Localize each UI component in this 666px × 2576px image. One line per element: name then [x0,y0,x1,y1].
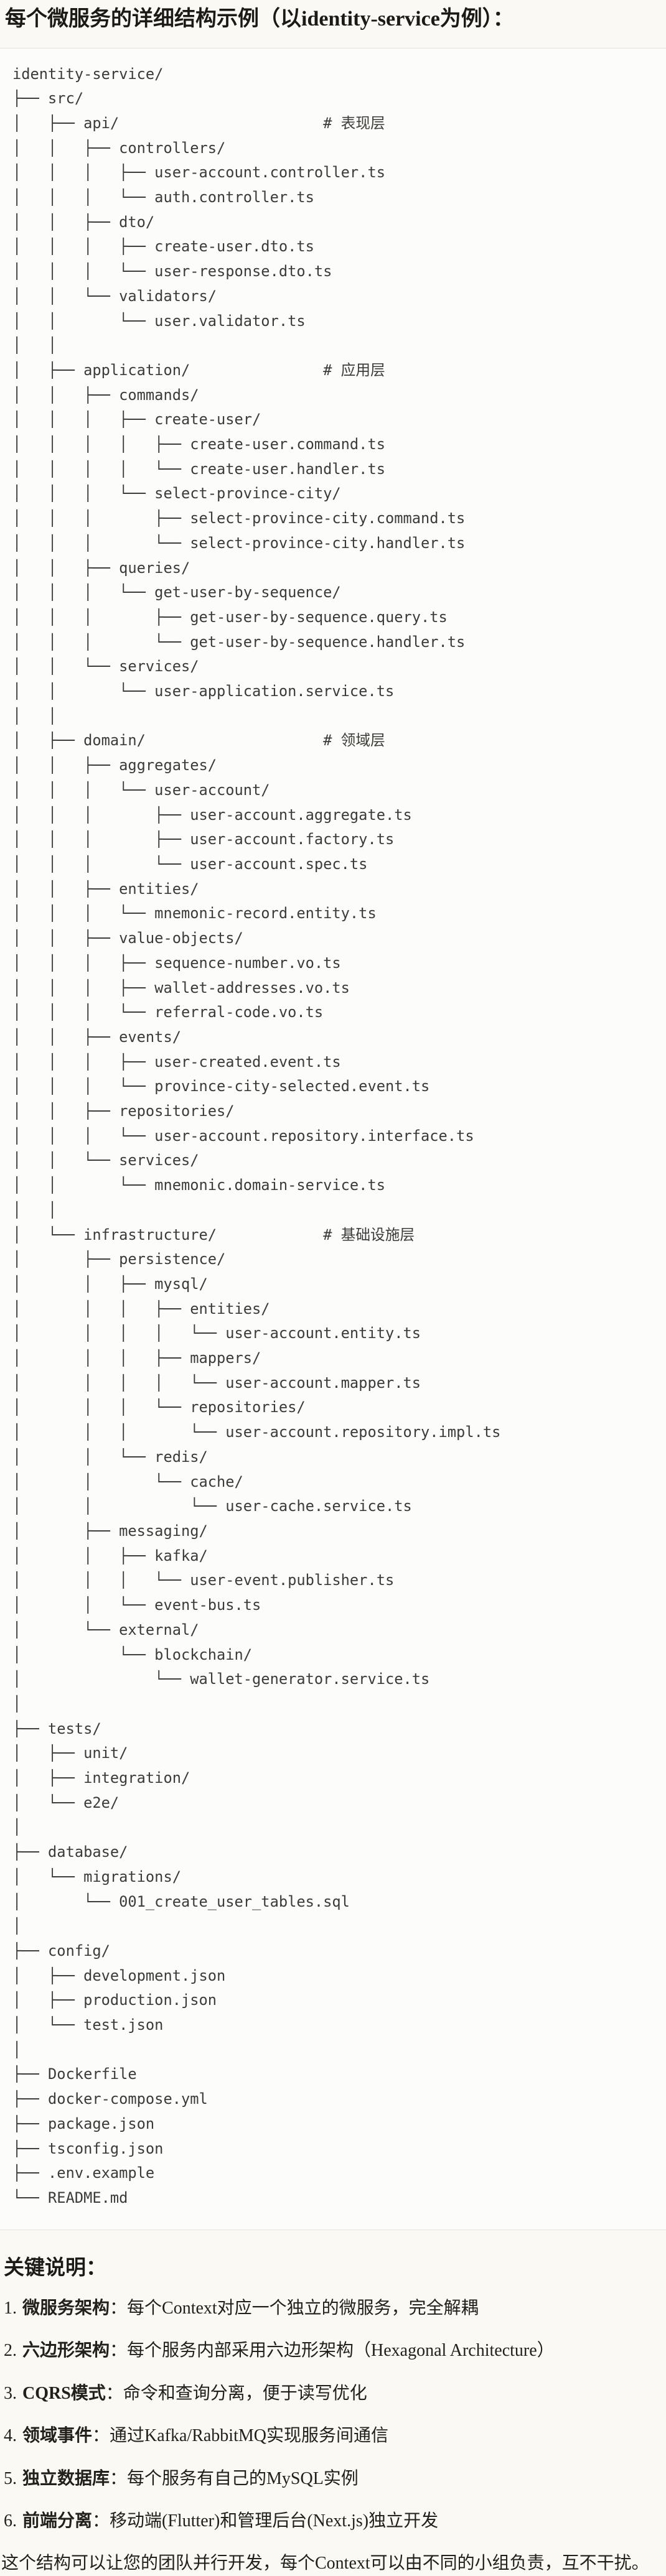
notes-list: 1.微服务架构：每个Context对应一个独立的微服务，完全解耦 2.六边形架构… [4,2297,662,2534]
note-description: ：每个Context对应一个独立的微服务，完全解耦 [110,2298,479,2318]
note-term: 前端分离 [22,2511,93,2531]
note-item: 1.微服务架构：每个Context对应一个独立的微服务，完全解耦 [4,2297,662,2321]
note-number: 2. [4,2341,17,2361]
note-item: 3.CQRS模式：命令和查询分离，便于读写优化 [4,2382,662,2406]
note-item: 2.六边形架构：每个服务内部采用六边形架构（Hexagonal Architec… [4,2339,662,2363]
note-description: ：每个服务内部采用六边形架构（Hexagonal Architecture） [110,2341,555,2361]
page-title: 每个微服务的详细结构示例（以identity-service为例）： [5,7,514,30]
note-item: 6.前端分离：移动端(Flutter)和管理后台(Next.js)独立开发 [4,2509,662,2534]
note-number: 4. [4,2426,17,2446]
note-term: CQRS模式 [22,2383,106,2403]
document: 每个微服务的详细结构示例（以identity-service为例）： ident… [0,6,666,2576]
note-term: 六边形架构 [22,2341,110,2361]
note-number: 3. [4,2383,17,2403]
note-description: ：移动端(Flutter)和管理后台(Next.js)独立开发 [92,2511,439,2531]
note-number: 6. [4,2511,17,2531]
note-number: 1. [4,2298,17,2318]
note-number: 5. [4,2468,17,2488]
note-description: ：命令和查询分离，便于读写优化 [105,2383,367,2403]
notes-title: 关键说明： [4,2256,106,2279]
note-item: 4.领域事件：通过Kafka/RabbitMQ实现服务间通信 [4,2424,662,2448]
note-description: ：通过Kafka/RabbitMQ实现服务间通信 [92,2426,388,2446]
note-term: 微服务架构 [22,2298,110,2318]
note-description: ：每个服务有自己的MySQL实例 [110,2468,359,2488]
closing-paragraph: 这个结构可以让您的团队并行开发，每个Context可以由不同的小组负责，互不干扰… [1,2553,649,2573]
note-term: 独立数据库 [22,2468,110,2488]
directory-tree-code-block: identity-service/ ├── src/ │ ├── api/ # … [0,47,666,2230]
note-item: 5.独立数据库：每个服务有自己的MySQL实例 [4,2467,662,2491]
note-term: 领域事件 [22,2426,93,2446]
